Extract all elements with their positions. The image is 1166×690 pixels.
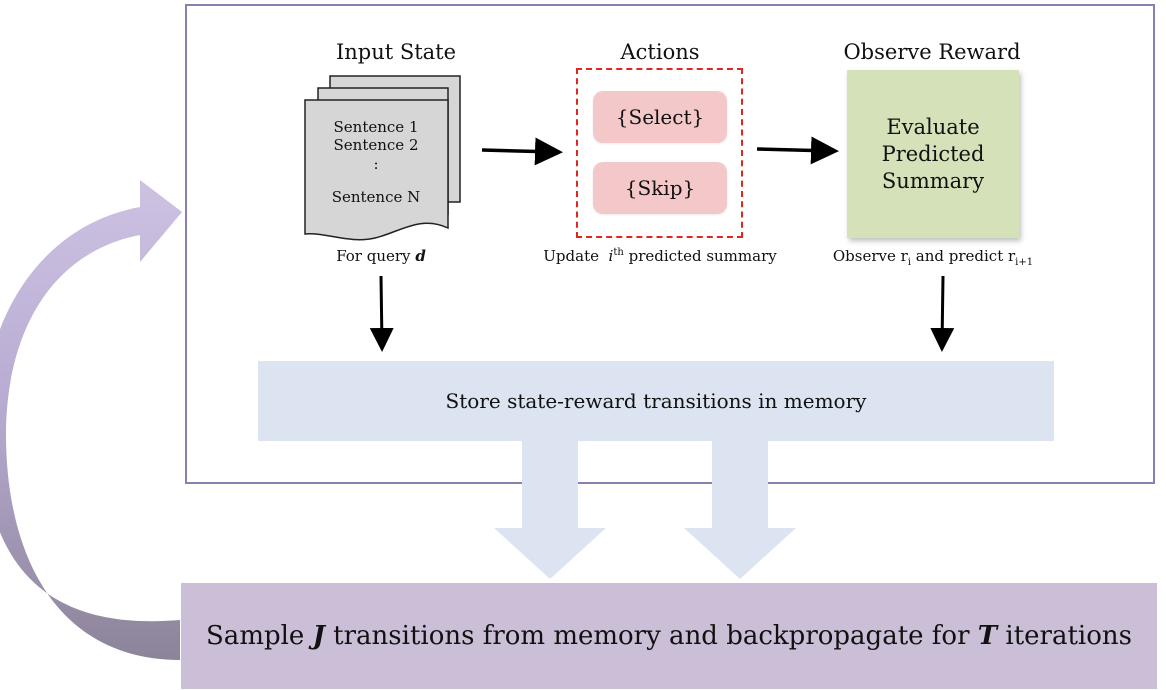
- arrow-input-to-memory: [369, 275, 394, 352]
- iteration-variable: i: [608, 247, 614, 265]
- reward-subscript-i1: i+1: [1015, 257, 1034, 268]
- sample-bar: Sample J transitions from memory and bac…: [181, 583, 1157, 689]
- sentence-1: Sentence 1: [333, 118, 419, 136]
- sentence-ellipsis: :: [373, 155, 379, 173]
- select-action: {Select}: [593, 91, 727, 143]
- sample-text-1: Sample: [206, 621, 305, 651]
- ordinal-suffix: th: [613, 247, 624, 258]
- memory-bar: Store state-reward transitions in memory: [258, 361, 1054, 441]
- actions-caption: Update ith predicted summary: [535, 247, 785, 265]
- arrow-input-to-actions: [481, 137, 563, 166]
- block-arrow-left: [494, 441, 606, 579]
- sentence-2: Sentence 2: [333, 136, 419, 154]
- sample-text-3: iterations: [1005, 621, 1132, 651]
- input-state-caption: For query d: [306, 247, 456, 265]
- input-state-title: Input State: [335, 40, 457, 64]
- block-arrow-right: [684, 441, 796, 579]
- skip-action: {Skip}: [593, 162, 727, 214]
- query-variable: d: [415, 247, 426, 265]
- sample-text-2: transitions from memory and backpropagat…: [333, 621, 970, 651]
- reward-caption-mid: and predict r: [915, 247, 1016, 265]
- reward-caption: Observe ri and predict ri+1: [822, 247, 1044, 268]
- arrow-actions-to-reward: [756, 136, 839, 165]
- reward-line-2: Predicted: [881, 141, 985, 166]
- actions-group: [576, 68, 743, 238]
- actions-caption-suffix: predicted summary: [628, 247, 777, 265]
- reward-subscript-i: i: [907, 257, 911, 268]
- reward-line-3: Summary: [881, 168, 985, 193]
- arrow-reward-to-memory: [930, 275, 955, 352]
- loop-arrow-shape: [0, 180, 182, 660]
- variable-t: T: [977, 621, 998, 651]
- reward-box: Evaluate Predicted Summary: [847, 70, 1019, 238]
- sentence-n: Sentence N: [331, 188, 421, 206]
- actions-caption-prefix: Update: [543, 247, 599, 265]
- reward-title: Observe Reward: [843, 40, 1021, 64]
- actions-title: Actions: [620, 40, 700, 64]
- input-caption-text: For query: [336, 247, 411, 265]
- reward-caption-prefix: Observe r: [832, 247, 908, 265]
- variable-j: J: [312, 621, 325, 651]
- reward-line-1: Evaluate: [886, 114, 980, 139]
